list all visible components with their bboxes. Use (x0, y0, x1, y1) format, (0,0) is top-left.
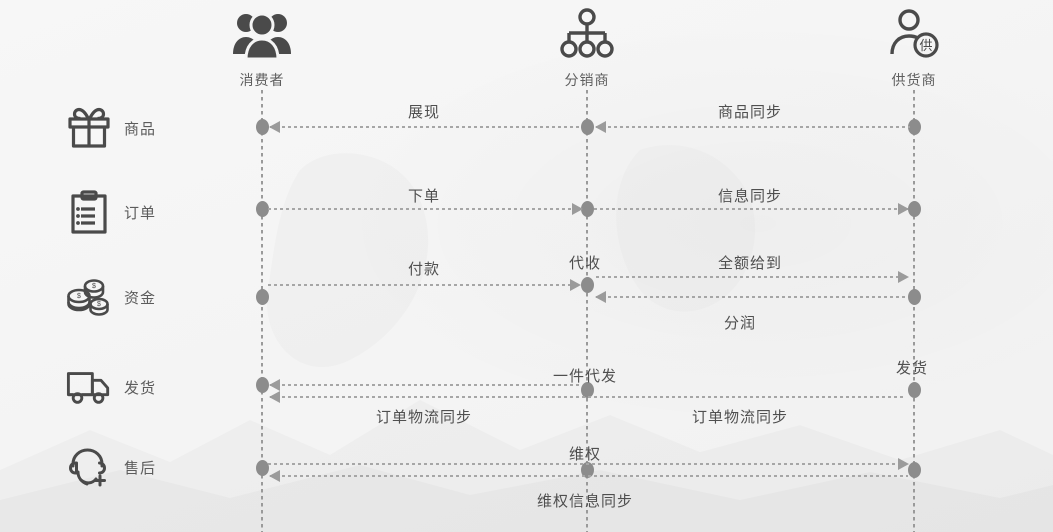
row-label: 商品 (124, 120, 157, 138)
flow-label-funds-collect-agent: 代收 (568, 255, 601, 272)
flow-goods-display (269, 121, 582, 133)
actor-label: 分销商 (564, 72, 610, 88)
arrowhead-right-icon (570, 279, 581, 291)
coins-stack-icon: $ $ $ (66, 274, 112, 320)
row-label: 资金 (124, 289, 157, 307)
node-distributor-shipping (580, 382, 594, 398)
flow-label-after-rights-sync: 维权信息同步 (536, 493, 633, 510)
flow-funds-full-amount (596, 271, 909, 283)
clipboard-list-icon (66, 189, 112, 235)
node-consumer-shipping (255, 377, 269, 393)
arrowhead-left-icon (269, 391, 280, 403)
flow-label-after-rights: 维权 (568, 446, 601, 463)
flow-label-funds-full-amount: 全额给到 (717, 255, 782, 272)
gift-box-icon (66, 105, 112, 151)
flow-after-rights (268, 458, 909, 470)
lifeline-distributor (586, 90, 588, 532)
arrowhead-left-icon (269, 121, 280, 133)
row-label: 售后 (124, 459, 157, 477)
actor-supplier[interactable]: 供 供货商 (834, 4, 994, 90)
node-consumer-aftersale (255, 460, 269, 476)
arrowhead-left-icon (595, 291, 606, 303)
org-chart-icon (507, 4, 667, 64)
node-distributor-aftersale (580, 462, 594, 478)
arrowhead-right-icon (898, 458, 909, 470)
row-funds[interactable]: $ $ $ 资金 (66, 262, 246, 332)
node-consumer-funds (255, 289, 269, 305)
arrowhead-left-icon (269, 379, 280, 391)
arrowhead-left-icon (595, 121, 606, 133)
flow-label-ship-deliver: 发货 (895, 360, 928, 377)
flow-goods-sync (595, 121, 910, 133)
supplier-person-icon: 供 (834, 4, 994, 64)
node-supplier-goods (907, 119, 921, 135)
actor-consumer[interactable]: 消费者 (182, 4, 342, 90)
flow-order-place (268, 203, 583, 215)
node-distributor-funds (580, 277, 594, 293)
flow-label-ship-dropship: 一件代发 (552, 368, 617, 385)
node-supplier-shipping (907, 382, 921, 398)
flow-label-ship-logistics-left: 订单物流同步 (375, 409, 472, 426)
lifeline-supplier (913, 90, 915, 532)
flow-label-ship-logistics-right: 订单物流同步 (691, 409, 788, 426)
actor-distributor[interactable]: 分销商 (507, 4, 667, 90)
lifeline-consumer (261, 90, 263, 532)
flow-label-order-place: 下单 (407, 188, 440, 205)
svg-text:供: 供 (919, 38, 932, 53)
row-goods[interactable]: 商品 (66, 93, 246, 163)
arrowhead-right-icon (898, 271, 909, 283)
node-supplier-funds (907, 289, 921, 305)
arrowhead-left-icon (269, 470, 280, 482)
headset-support-icon (66, 444, 112, 490)
row-aftersale[interactable]: 售后 (66, 432, 246, 502)
node-distributor-order (580, 201, 594, 217)
flow-ship-logistics-supplier (269, 391, 906, 403)
flow-order-info-sync (594, 203, 909, 215)
node-consumer-order (255, 201, 269, 217)
node-distributor-goods (580, 119, 594, 135)
truck-icon (66, 364, 112, 410)
flow-label-goods-display: 展现 (407, 104, 440, 121)
actor-label: 供货商 (891, 72, 937, 88)
people-group-icon (182, 4, 342, 64)
row-label: 订单 (124, 204, 157, 222)
flow-label-funds-profit-share: 分润 (723, 315, 756, 332)
node-supplier-order (907, 201, 921, 217)
actor-label: 消费者 (239, 72, 285, 88)
flow-funds-profit-share (595, 291, 908, 303)
flow-ship-logistics-consumer (269, 379, 582, 391)
flow-label-order-info-sync: 信息同步 (717, 188, 782, 205)
flow-label-goods-sync: 商品同步 (717, 104, 782, 121)
node-consumer-goods (255, 119, 269, 135)
node-supplier-aftersale (907, 462, 921, 478)
arrowhead-right-icon (898, 203, 909, 215)
arrowhead-right-icon (572, 203, 583, 215)
svg-text:$: $ (97, 301, 101, 308)
flow-label-funds-payment: 付款 (407, 261, 440, 278)
row-shipping[interactable]: 发货 (66, 352, 246, 422)
svg-text:$: $ (92, 283, 96, 290)
flow-funds-payment (268, 279, 581, 291)
svg-text:$: $ (77, 293, 81, 300)
row-label: 发货 (124, 379, 157, 397)
row-order[interactable]: 订单 (66, 177, 246, 247)
flow-after-rights-sync (269, 470, 908, 482)
